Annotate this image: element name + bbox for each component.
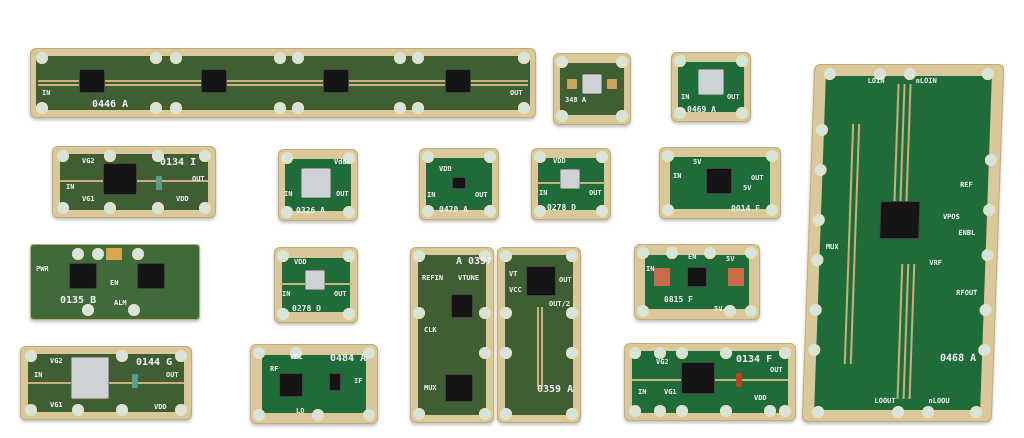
label-vdd: VDD (754, 394, 767, 402)
label-out-2: OUT/2 (549, 300, 571, 308)
label-out: OUT (770, 366, 783, 374)
part-number: 348 A (565, 96, 587, 104)
part-number: 0134 I (160, 157, 197, 168)
label-in: IN (34, 371, 43, 379)
label-alm: ALM (114, 299, 127, 307)
board-0469: IN OUT 0469 A (671, 52, 751, 122)
board-0348: 348 A (553, 53, 631, 125)
label-out: OUT (475, 191, 488, 199)
board-0134f: IN OUT VG1 VG2 VDD 0134 F (624, 343, 796, 421)
part-number: 0359 A (537, 384, 574, 395)
label-loout: LOOUT (874, 397, 896, 405)
board-0144: IN OUT VG1 VG2 VDD 0144 G (20, 346, 192, 420)
label-vg1: VG1 (664, 388, 677, 396)
label-out: OUT (510, 89, 523, 97)
part-number: 0135 B (60, 295, 97, 306)
label-in: IN (66, 183, 75, 191)
board-0446: IN OUT 0446 A (30, 48, 536, 118)
part-number: 0469 A (687, 105, 716, 114)
label-in: IN (282, 290, 291, 298)
label-loin: LOIN (867, 77, 885, 85)
label-if: IF (354, 377, 363, 385)
label-clk: CLK (424, 326, 437, 334)
label-vtune: VTUNE (458, 274, 480, 282)
label-in: IN (539, 189, 548, 197)
board-0470: IN OUT VDD 0470 A (419, 148, 499, 220)
label-nloou: nLOOU (928, 397, 950, 405)
label-mux: MUX (825, 243, 839, 251)
label-vdd: VDD (154, 403, 167, 411)
label-vg1: VG1 (82, 195, 95, 203)
label-vg2: VG2 (50, 357, 63, 365)
label-out: OUT (192, 175, 205, 183)
label-vdd: VDD (553, 157, 566, 165)
part-number: 0326 A (296, 206, 325, 215)
label-in: IN (638, 388, 647, 396)
board-0135: PWR EN ALM 0135 B (30, 244, 200, 320)
label-in: IN (673, 172, 682, 180)
label-vdd: VDD (294, 258, 307, 266)
part-number: 0278 D (292, 304, 321, 313)
label-vpos: VPOS (942, 213, 960, 221)
part-number: 0134 F (736, 354, 773, 365)
part-number: 0446 A (92, 99, 129, 110)
board-0357: REFIN VTUNE CLK MUX A 0357 (410, 247, 494, 423)
label-out: OUT (589, 189, 602, 197)
label-pwr: PWR (36, 265, 49, 273)
label-vdd: VDD (439, 165, 452, 173)
label-5v: 5V (726, 255, 735, 263)
label-in: IN (646, 265, 655, 273)
label-out: OUT (727, 93, 740, 101)
part-number: 0468 A (939, 353, 977, 364)
label-in: IN (284, 190, 293, 198)
board-0014: IN OUT 5V 5V 0014 F (659, 147, 781, 219)
label-out: OUT (559, 276, 572, 284)
board-0278-top: IN OUT VDD 0278 D (531, 148, 611, 220)
label-vcc: VCC (509, 286, 522, 294)
part-number: 0144 G (136, 357, 173, 368)
label-lo: LO (296, 407, 305, 415)
label-mux: MUX (424, 384, 437, 392)
label-en: EN (688, 253, 697, 261)
part-number: 0014 F (731, 204, 760, 213)
board-0359: VT VCC OUT OUT/2 0359 A (497, 247, 581, 423)
board-0468: LOIN nLOIN MUX REF VPOS ENBL VRF RFOUT L… (801, 64, 1005, 422)
board-0484: RF LO IF VCC 0484 A (250, 344, 378, 424)
board-0278-mid: IN OUT VDD 0278 D (274, 247, 358, 323)
board-0326: IN OUT Vdd 0326 A (278, 149, 358, 221)
label-vg2: VG2 (82, 157, 95, 165)
label-vrf: VRF (929, 259, 943, 267)
label-out: OUT (334, 290, 347, 298)
label-5v-2: 5V (714, 305, 723, 313)
label-rfout: RFOUT (956, 289, 978, 297)
part-number: 0470 A (439, 205, 468, 214)
label-in: IN (427, 191, 436, 199)
label-in: IN (681, 93, 690, 101)
part-number: 0278 D (547, 203, 576, 212)
label-ref: REF (959, 181, 973, 189)
part-number: A 0357 (456, 256, 493, 267)
label-refin: REFIN (422, 274, 444, 282)
label-vg1: VG1 (50, 401, 63, 409)
label-out: OUT (166, 371, 179, 379)
label-in: IN (42, 89, 51, 97)
board-0815: IN EN 5V 5V 0815 F (634, 244, 760, 320)
label-vt: VT (509, 270, 518, 278)
label-out: OUT (751, 174, 764, 182)
label-5v-2: 5V (743, 184, 752, 192)
label-vg2: VG2 (656, 358, 669, 366)
label-en: EN (110, 279, 119, 287)
label-out: OUT (336, 190, 349, 198)
label-nloin: nLOIN (915, 77, 937, 85)
label-vdd: Vdd (334, 158, 347, 166)
part-number: 0815 F (664, 295, 693, 304)
label-5v: 5V (693, 158, 702, 166)
label-rf: RF (270, 365, 279, 373)
part-number: 0484 A (330, 353, 367, 364)
board-0134i: IN OUT VG1 VG2 VDD 0134 I (52, 146, 216, 218)
label-vdd: VDD (176, 195, 189, 203)
label-enbl: ENBL (958, 229, 976, 237)
label-vcc: VCC (290, 353, 303, 361)
